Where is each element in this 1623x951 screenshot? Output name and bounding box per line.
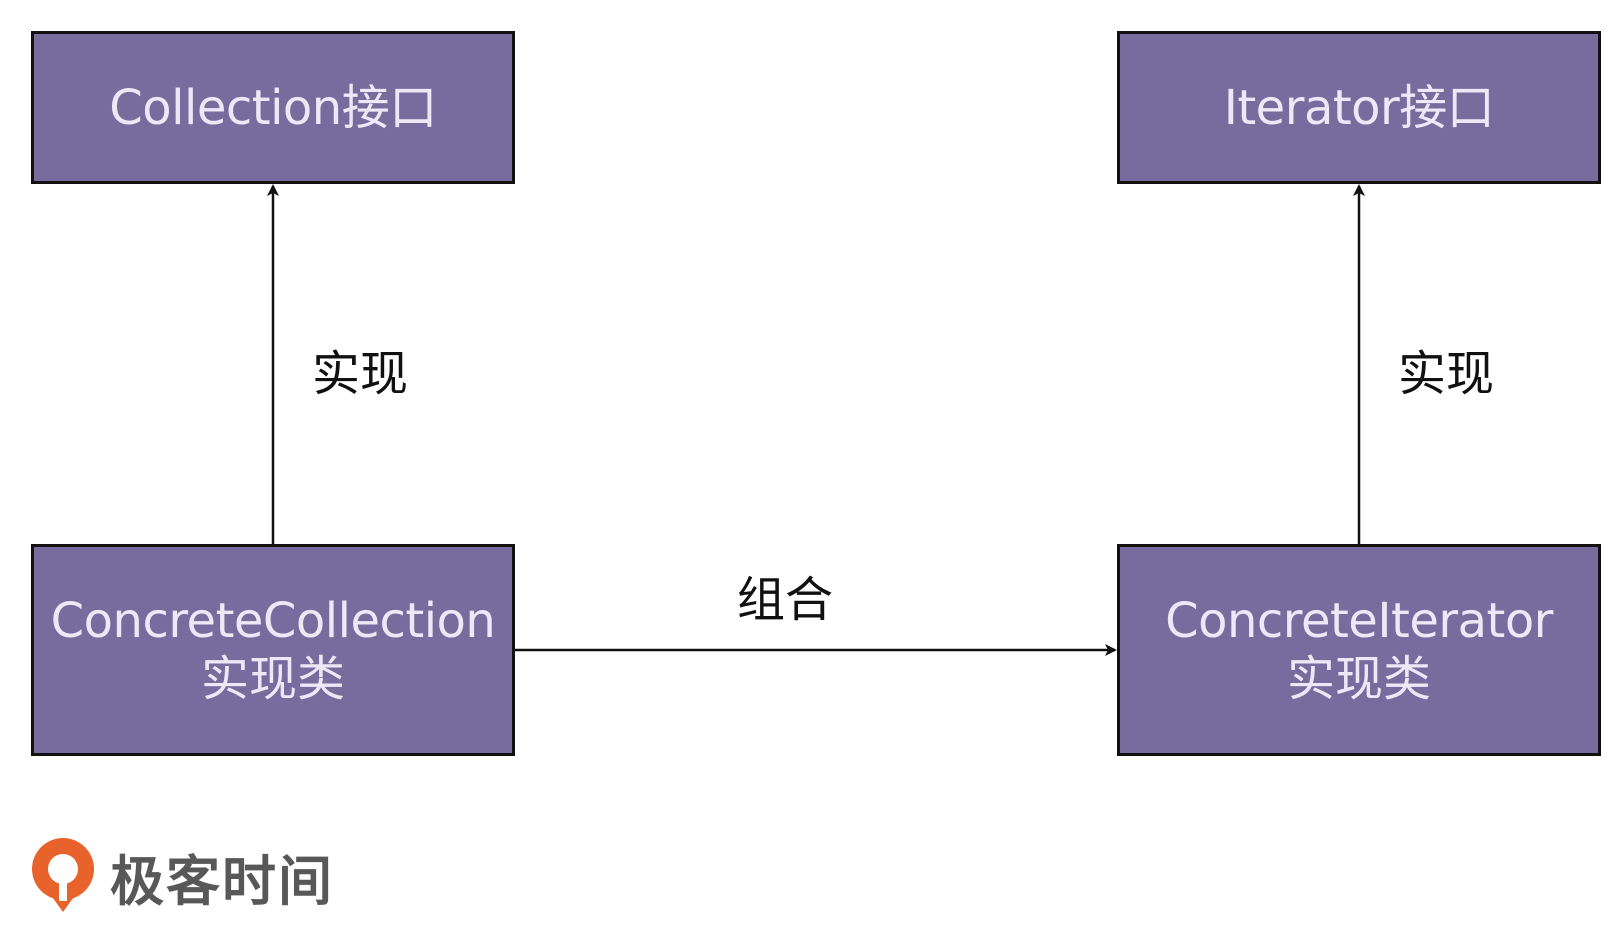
geektime-logo: 极客时间	[30, 836, 334, 916]
iterator-interface-node: Iterator接口	[1117, 31, 1601, 184]
concrete-iterator-node: ConcreteIterator 实现类	[1117, 544, 1601, 756]
composition-label: 组合	[737, 572, 834, 628]
node-label-line1: ConcreteIterator	[1165, 593, 1553, 649]
logo-text: 极客时间	[110, 849, 334, 913]
node-label-line1: ConcreteCollection	[50, 593, 496, 649]
node-label-line2: 实现类	[200, 651, 345, 707]
node-label: Collection接口	[109, 79, 437, 136]
node-label-line2: 实现类	[1286, 651, 1431, 707]
collection-interface-node: Collection接口	[31, 31, 515, 184]
implements-label-left: 实现	[312, 346, 409, 402]
geektime-logo-icon	[32, 838, 94, 912]
concrete-collection-node: ConcreteCollection 实现类	[31, 544, 515, 756]
implements-label-right: 实现	[1398, 346, 1495, 402]
node-label: Iterator接口	[1223, 79, 1495, 136]
